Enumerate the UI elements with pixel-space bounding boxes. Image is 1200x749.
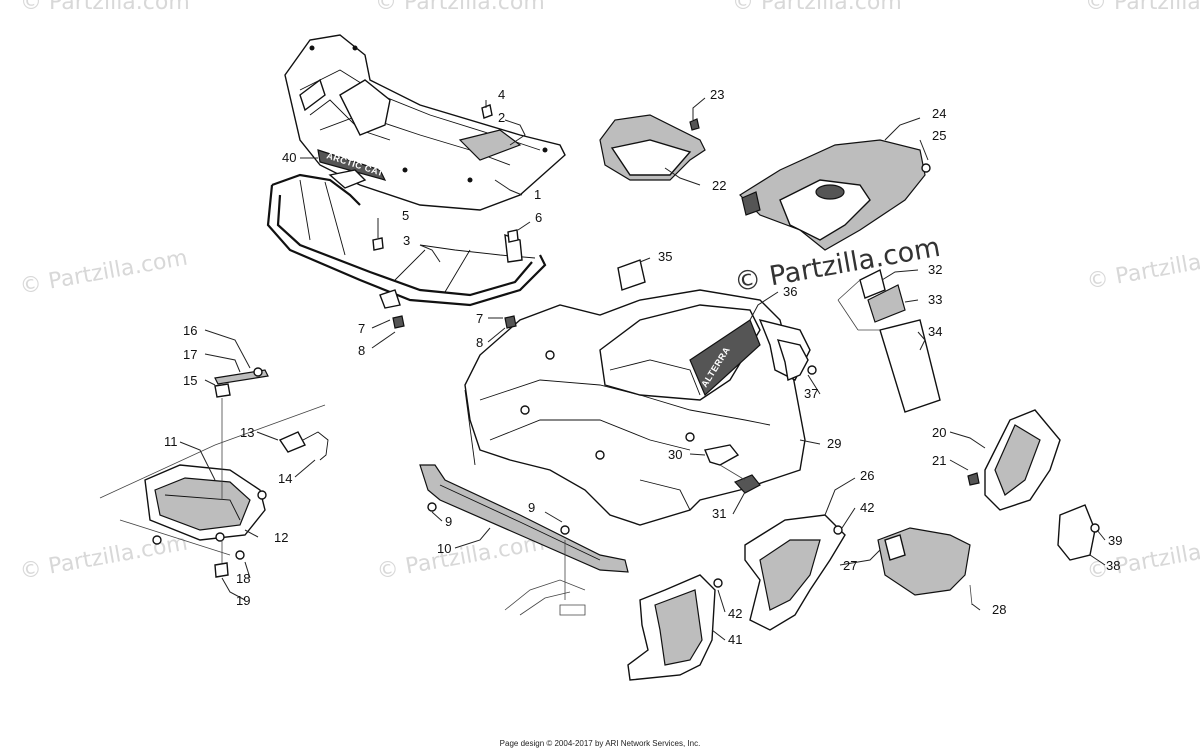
small-cover xyxy=(599,114,706,181)
frame-sketch xyxy=(504,540,586,616)
callout-42a[interactable]: 42 xyxy=(860,500,874,515)
callout-3[interactable]: 3 xyxy=(403,233,410,248)
bottom-clip xyxy=(214,540,229,578)
callout-21[interactable]: 21 xyxy=(932,453,946,468)
callout-42b[interactable]: 42 xyxy=(728,606,742,621)
side-panel-38 xyxy=(1057,504,1096,561)
callout-22[interactable]: 22 xyxy=(712,178,726,193)
front-rack: ARCTIC CAT xyxy=(284,34,566,211)
inner-fender-27 xyxy=(877,527,973,606)
callout-7b[interactable]: 7 xyxy=(476,311,483,326)
callout-29[interactable]: 29 xyxy=(827,436,841,451)
callout-5[interactable]: 5 xyxy=(402,208,409,223)
bracket-37 xyxy=(776,339,809,381)
callout-17[interactable]: 17 xyxy=(183,347,197,362)
watermark-top-mid: © Partzilla.com xyxy=(375,0,545,15)
callout-1[interactable]: 1 xyxy=(534,187,541,202)
callout-12[interactable]: 12 xyxy=(274,530,288,545)
watermark-top-right: © Partzilla.com xyxy=(732,0,902,15)
callout-26[interactable]: 26 xyxy=(860,468,874,483)
callout-30[interactable]: 30 xyxy=(668,447,682,462)
callout-40[interactable]: 40 xyxy=(282,150,296,165)
callout-28[interactable]: 28 xyxy=(992,602,1006,617)
callout-9a[interactable]: 9 xyxy=(528,500,535,515)
callout-9b[interactable]: 9 xyxy=(445,514,452,529)
callout-37[interactable]: 37 xyxy=(804,386,818,401)
splash-guard-41 xyxy=(627,574,716,681)
callout-20[interactable]: 20 xyxy=(932,425,946,440)
callout-38[interactable]: 38 xyxy=(1106,558,1120,573)
callout-15[interactable]: 15 xyxy=(183,373,197,388)
callout-23[interactable]: 23 xyxy=(710,87,724,102)
side-shield xyxy=(984,409,1061,511)
headlight-bulb xyxy=(278,431,329,461)
latch-30 xyxy=(704,444,761,494)
callout-39[interactable]: 39 xyxy=(1108,533,1122,548)
decal-35 xyxy=(617,259,646,291)
callout-labels: 1 2 3 4 5 6 7 7 8 8 9 9 10 11 12 13 14 1… xyxy=(164,87,1122,647)
callout-4[interactable]: 4 xyxy=(498,87,505,102)
callout-35[interactable]: 35 xyxy=(658,249,672,264)
callout-11[interactable]: 11 xyxy=(164,434,178,449)
callout-2[interactable]: 2 xyxy=(498,110,505,125)
leader-lines xyxy=(179,97,1106,641)
callout-10[interactable]: 10 xyxy=(437,541,451,556)
callout-25[interactable]: 25 xyxy=(932,128,946,143)
callout-34[interactable]: 34 xyxy=(928,324,942,339)
callout-19[interactable]: 19 xyxy=(236,593,250,608)
watermark-top-far-right: © Partzilla.com xyxy=(1085,0,1200,15)
callout-31[interactable]: 31 xyxy=(712,506,726,521)
callout-32[interactable]: 32 xyxy=(928,262,942,277)
callout-41[interactable]: 41 xyxy=(728,632,742,647)
callout-24[interactable]: 24 xyxy=(932,106,946,121)
front-brace xyxy=(419,464,629,573)
fasteners xyxy=(235,104,1100,588)
callout-18[interactable]: 18 xyxy=(236,571,250,586)
page-footer: Page design © 2004-2017 by ARI Network S… xyxy=(499,739,701,748)
callout-14[interactable]: 14 xyxy=(278,471,292,486)
callout-33[interactable]: 33 xyxy=(928,292,942,307)
callout-13[interactable]: 13 xyxy=(240,425,254,440)
callout-7a[interactable]: 7 xyxy=(358,321,365,336)
callout-6[interactable]: 6 xyxy=(535,210,542,225)
callout-16[interactable]: 16 xyxy=(183,323,197,338)
watermark-top-left: © Partzilla.com xyxy=(20,0,190,15)
inner-fender-26 xyxy=(744,514,846,631)
callout-36[interactable]: 36 xyxy=(783,284,797,299)
front-hood: ALTERRA xyxy=(464,289,811,526)
console-panel xyxy=(739,139,926,251)
decal-set xyxy=(837,268,941,413)
headlight-assembly xyxy=(99,404,326,556)
callout-27[interactable]: 27 xyxy=(843,558,857,573)
callout-8b[interactable]: 8 xyxy=(476,335,483,350)
callout-8a[interactable]: 8 xyxy=(358,343,365,358)
